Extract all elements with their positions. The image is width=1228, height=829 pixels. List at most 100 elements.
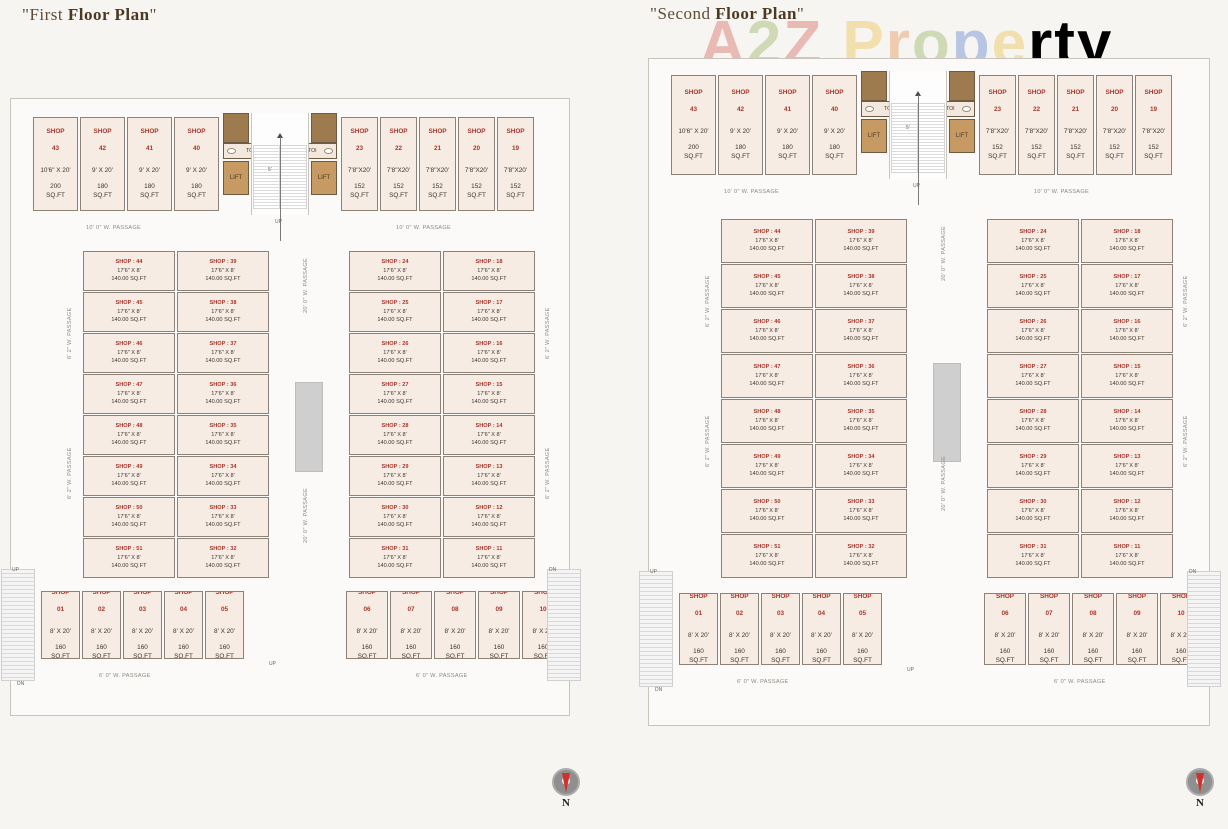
lift-shaft-left[interactable]: LIFT <box>861 119 887 153</box>
lift-shaft-left[interactable]: LIFT <box>223 161 249 195</box>
lift-shaft-right[interactable]: LIFT <box>311 161 337 195</box>
lift-shaft-right[interactable]: LIFT <box>949 119 975 153</box>
